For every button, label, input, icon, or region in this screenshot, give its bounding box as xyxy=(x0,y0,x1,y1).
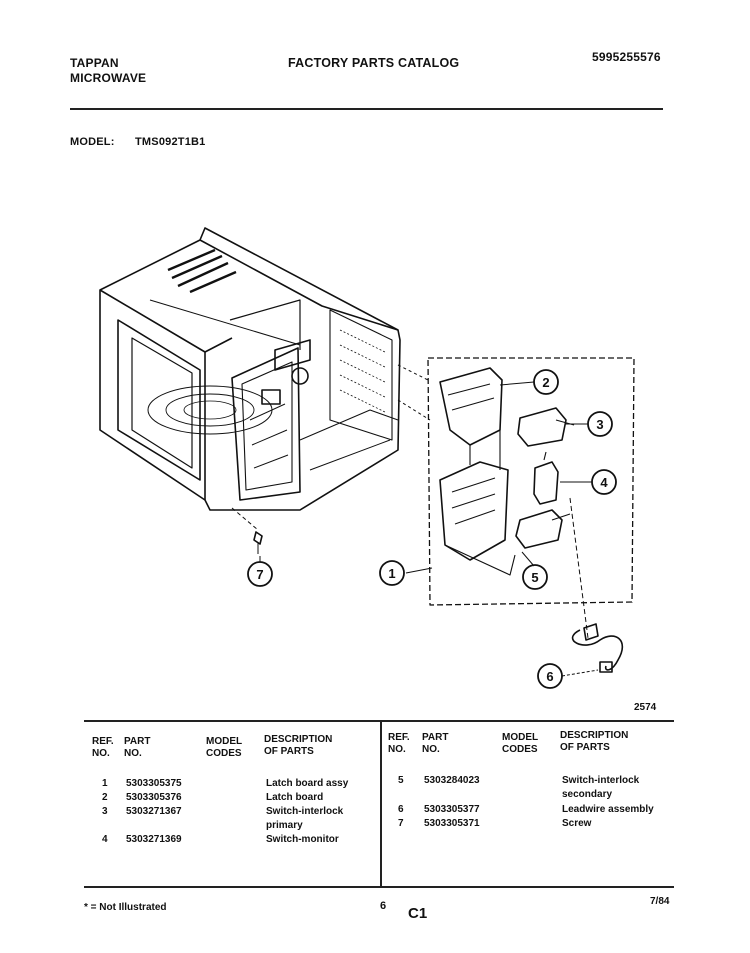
table-divider xyxy=(380,722,382,886)
table-row-desc-cont: primary xyxy=(266,820,303,831)
table-row-desc: Screw xyxy=(562,818,592,829)
page-number: 6 xyxy=(380,900,387,912)
callout-7-label: 7 xyxy=(256,567,263,582)
callout-7-circle xyxy=(247,561,273,587)
table-row-ref: 1 xyxy=(102,778,108,789)
table-row-part: 5303271369 xyxy=(126,834,182,845)
table-row-desc: Latch board xyxy=(266,792,324,803)
footnote: * = Not Illustrated xyxy=(84,902,167,913)
table-row-desc: Switch-monitor xyxy=(266,834,339,845)
table-row-desc: Switch-interlock xyxy=(266,806,344,817)
figure-number: 2574 xyxy=(634,702,657,713)
cabinet-outline xyxy=(99,227,401,511)
catalog-number: 5995255576 xyxy=(592,50,661,64)
brand-name: TAPPAN xyxy=(70,56,119,70)
section-code: C1 xyxy=(408,905,428,922)
cabinet-front-edge xyxy=(99,289,206,500)
callout-4-label: 4 xyxy=(600,475,608,490)
table-row-part: 5303305376 xyxy=(126,792,182,803)
table-row-desc-cont: secondary xyxy=(562,789,613,800)
table-row-ref: 3 xyxy=(102,806,108,817)
table-row-ref: 2 xyxy=(102,792,108,803)
callout-4-circle xyxy=(591,469,617,495)
header-rule xyxy=(70,108,663,110)
revision-date: 7/84 xyxy=(650,896,670,907)
model-number: TMS092T1B1 xyxy=(135,136,206,148)
table-row-ref: 6 xyxy=(398,804,404,815)
callout-5-label: 5 xyxy=(531,570,538,585)
callout-6-circle xyxy=(537,663,563,689)
table-row-part: 5303305375 xyxy=(126,778,182,789)
callout-3-circle xyxy=(587,411,613,437)
header-ref: REF.NO. xyxy=(92,736,114,759)
table-row-ref: 4 xyxy=(102,834,108,845)
table-row-desc: Latch board assy xyxy=(266,778,349,789)
table-row-desc: Leadwire assembly xyxy=(562,804,654,815)
table-row-part: 5303305371 xyxy=(424,818,480,829)
table-row-part: 5303271367 xyxy=(126,806,182,817)
callout-1-label: 1 xyxy=(388,566,395,581)
product-name: MICROWAVE xyxy=(70,71,147,85)
header-ref-right: REF.NO. xyxy=(388,732,410,755)
catalog-title: FACTORY PARTS CATALOG xyxy=(288,56,460,70)
callout-5-circle xyxy=(522,564,548,590)
table-row-desc: Switch-interlock xyxy=(562,775,640,786)
callout-3-label: 3 xyxy=(596,417,603,432)
exploded-parts-diagram: 1 2 3 4 5 6 7 2574 xyxy=(99,227,657,713)
callout-2-label: 2 xyxy=(542,375,549,390)
table-row-part: 5303305377 xyxy=(424,804,480,815)
table-row-ref: 5 xyxy=(398,775,404,786)
callout-1-circle xyxy=(379,560,405,586)
model-label: MODEL: xyxy=(70,136,115,148)
callout-2-circle xyxy=(533,369,559,395)
table-row-part: 5303284023 xyxy=(424,775,480,786)
table-row-ref: 7 xyxy=(398,818,404,829)
callout-6-label: 6 xyxy=(546,669,553,684)
